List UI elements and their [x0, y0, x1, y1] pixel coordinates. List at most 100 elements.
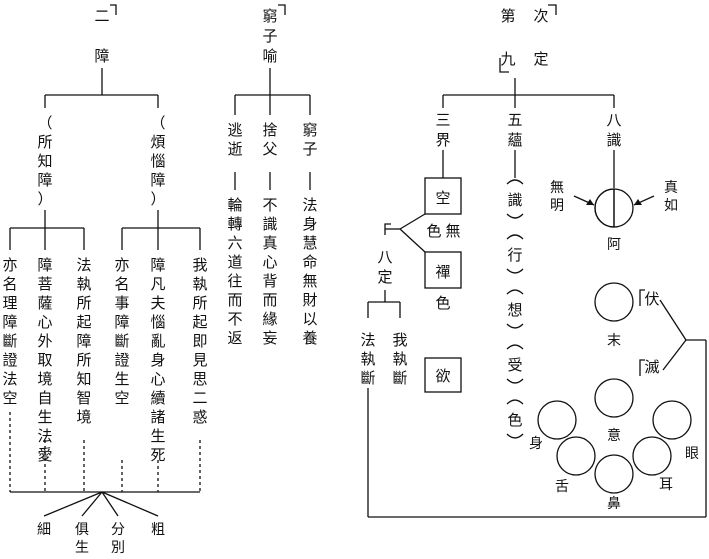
col1-leaf-1-char-0: 亦 [2, 256, 17, 274]
col3-wozhi-char-2: 斷 [392, 369, 407, 387]
aggregate-paren-top-1 [506, 179, 524, 185]
col1-fan-1 [43, 491, 103, 517]
col1-b2-char-4: ） [150, 190, 165, 208]
yi-circle [594, 378, 634, 418]
col1-leaf-4-char-7: 空 [114, 389, 129, 407]
col1-leaf-5-char-6: 心 [150, 370, 165, 388]
col1-bottom-3-char-0: 分 [111, 522, 125, 538]
col2-tail-1-char-7: 返 [227, 329, 242, 347]
col3-branch-3-char-1: 識 [606, 131, 621, 149]
col1-leaf-3-char-5: 所 [76, 351, 91, 369]
col2-head-1-char-1: 逝 [227, 140, 242, 158]
col1-leaf-4-char-2: 事 [114, 294, 129, 312]
realm-yu: 欲 [435, 367, 450, 385]
zhenru-arrowhead [634, 199, 642, 205]
col1-fan-4 [101, 491, 159, 517]
col3-branch-1-char-1: 界 [435, 131, 450, 149]
col1-leaf-3-char-7: 智 [76, 389, 91, 407]
col2-tail-1-char-2: 六 [227, 234, 242, 252]
baxin-link-b [399, 228, 426, 253]
col1-leaf-5-char-0: 障 [150, 256, 165, 274]
col1-leaf-6-char-4: 即 [192, 332, 207, 350]
col2-head-1-char-0: 逃 [227, 121, 242, 139]
col3-branch-3-char-0: 八 [606, 111, 621, 129]
col2-tail-2-char-7: 妄 [262, 329, 277, 347]
col1-bottom-3: 分別 [111, 522, 125, 556]
col1-bottom-2-char-0: 俱 [75, 522, 89, 538]
aggregate-paren-top-2 [506, 234, 524, 240]
aggregate-3: 想 [507, 301, 522, 319]
realm-box-chan [424, 251, 462, 289]
she-circle [556, 436, 596, 476]
col1-leaf-5-char-5: 身 [150, 351, 165, 369]
col1-leaf-5-char-2: 夫 [150, 294, 165, 312]
col3-title-a1: 第 [500, 7, 515, 25]
col3-title-a2: 九 [500, 50, 515, 68]
col3-branch-3: 八識 [606, 111, 621, 149]
col1-leaf-6-char-1: 執 [192, 275, 207, 293]
zhenru-char-0: 真 [664, 180, 678, 196]
col3-bracket-bottom [499, 58, 509, 73]
col1-leaf-1-char-2: 理 [2, 294, 17, 312]
col3-eight-char-1: 定 [377, 268, 392, 286]
col1-leaf-5-char-9: 生 [150, 427, 165, 445]
alaya-label: 阿 [607, 237, 621, 253]
col1-leaf-5-char-4: 亂 [150, 332, 165, 350]
col1-bottom-3-char-1: 別 [111, 540, 125, 556]
col3-branch-1-char-0: 三 [435, 111, 450, 129]
col2-tail-3-char-5: 財 [302, 291, 317, 309]
col3-fazhi-char-1: 執 [360, 350, 375, 368]
col1-leaf-2-char-1: 菩 [37, 275, 52, 293]
col3-wozhi-char-1: 執 [392, 350, 407, 368]
col2-title: 窮子喻 [262, 7, 277, 65]
col1-leaf-4-char-6: 生 [114, 370, 129, 388]
col3-fa-zhi: 法執斷 [360, 331, 375, 387]
col1-bottom-2-char-1: 生 [75, 540, 89, 556]
col3-branch-2-char-0: 五 [507, 111, 522, 129]
aggregate-paren-bottom-4 [506, 378, 524, 384]
mie-link [662, 339, 687, 371]
col1-branch-zhi: （所知障） [37, 114, 52, 208]
col2-tail-3-char-0: 法 [302, 196, 317, 214]
col1-leaf-3-char-8: 境 [76, 408, 91, 426]
col1-leaf-3-char-0: 法 [76, 256, 91, 274]
aggregate-paren-bottom-1 [506, 213, 524, 219]
col2-tail-1-char-4: 往 [227, 272, 242, 290]
col2-title-char-2: 喻 [262, 47, 277, 65]
wuming-char-1: 明 [550, 198, 564, 214]
col1-leaf-2-char-4: 外 [37, 332, 52, 350]
col1-b1-char-4: ） [37, 190, 52, 208]
col1-leaf-4-char-4: 斷 [114, 332, 129, 350]
col3-wo-zhi: 我執斷 [392, 331, 407, 387]
col3-branch-2: 五蘊 [507, 111, 522, 149]
col1-b1-char-0: （ [37, 114, 52, 132]
col2-bracket-top [278, 4, 286, 15]
col2-tail-1-char-5: 而 [227, 291, 242, 309]
realm-box-yu [424, 357, 462, 393]
aggregate-paren-bottom-2 [506, 268, 524, 274]
fu-label: 伏 [644, 290, 659, 308]
mie-bracket [639, 359, 645, 376]
er-circle [632, 436, 672, 476]
aggregate-paren-bottom-3 [506, 323, 524, 329]
col2-tail-1-char-3: 道 [227, 253, 242, 271]
shen-circle [537, 400, 577, 440]
col1-leaf-6-char-5: 見 [192, 351, 207, 369]
aggregate-5: 色 [507, 411, 522, 429]
col3-branch-2-char-1: 蘊 [507, 131, 522, 149]
col1-leaf-6-char-6: 思 [192, 370, 207, 388]
col1-leaf-1-char-5: 證 [2, 351, 17, 369]
col3-eight-ding: 八定 [377, 248, 392, 286]
col3-branches: 三界 五蘊 八識 [435, 111, 621, 149]
col1-leaf-1-char-4: 斷 [2, 332, 17, 350]
col2-head-2: 捨父 [262, 121, 277, 158]
col1-leaf-2-char-6: 境 [37, 370, 52, 388]
wuming-arrowhead [586, 199, 594, 205]
col2-tail-2-char-5: 而 [262, 291, 277, 309]
col1-leaf-6-char-2: 所 [192, 294, 207, 312]
col1-bottom-4: 粗 [151, 522, 165, 538]
col2-tail-3-char-1: 身 [302, 215, 317, 233]
yan-label: 眼 [685, 446, 699, 462]
